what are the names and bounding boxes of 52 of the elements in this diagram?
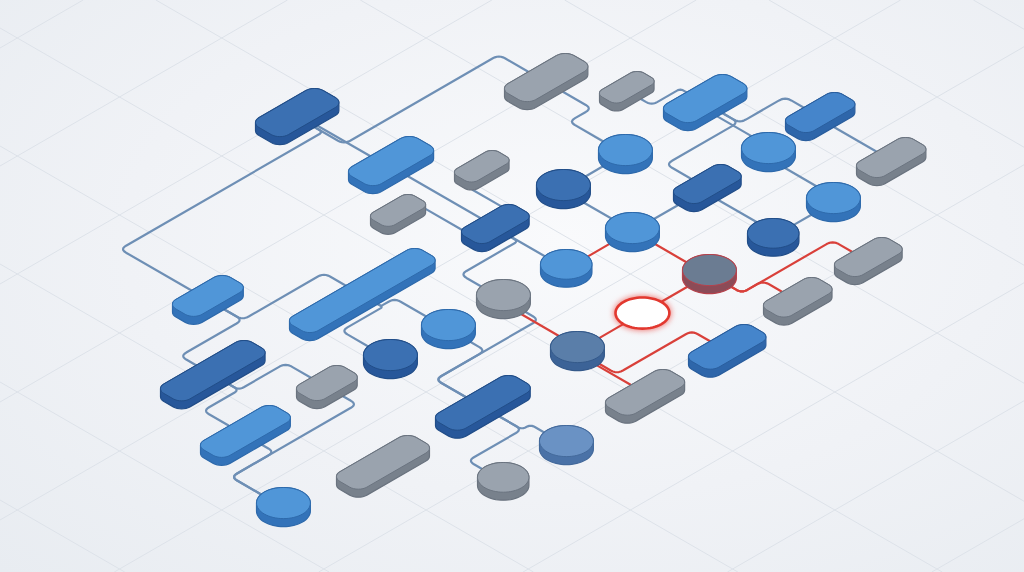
process-block bbox=[661, 73, 749, 133]
connector-line bbox=[469, 415, 521, 470]
connector-line bbox=[833, 126, 878, 153]
process-block bbox=[159, 339, 267, 411]
process-block bbox=[686, 323, 768, 379]
process-block bbox=[783, 91, 857, 143]
connector-line bbox=[716, 115, 753, 137]
connector-line bbox=[471, 188, 502, 208]
connector-line bbox=[595, 364, 632, 386]
process-block bbox=[854, 136, 928, 188]
connector-line bbox=[204, 383, 238, 427]
process-block bbox=[198, 403, 292, 467]
process-block bbox=[598, 69, 656, 113]
connector-line bbox=[121, 126, 323, 292]
process-block bbox=[434, 374, 532, 440]
process-block bbox=[335, 433, 431, 499]
connector-line bbox=[730, 281, 784, 293]
connector-line bbox=[232, 443, 273, 496]
process-block bbox=[453, 148, 511, 192]
connector-line bbox=[406, 175, 482, 220]
process-block bbox=[253, 87, 341, 147]
connector-line bbox=[653, 242, 688, 264]
connector-line bbox=[182, 308, 241, 367]
connector-line bbox=[584, 165, 604, 178]
connector-line bbox=[424, 207, 463, 231]
connector-line bbox=[520, 313, 560, 337]
process-block bbox=[295, 363, 359, 410]
connector-line bbox=[437, 340, 484, 399]
connector-line bbox=[783, 166, 818, 188]
process-block bbox=[832, 235, 904, 286]
connector-line bbox=[586, 243, 611, 258]
connector-line bbox=[316, 124, 372, 158]
process-block bbox=[762, 275, 834, 327]
process-block bbox=[502, 52, 590, 112]
process-block bbox=[459, 202, 531, 253]
connector-line bbox=[582, 201, 613, 220]
process-block bbox=[671, 162, 743, 213]
process-block bbox=[368, 192, 428, 236]
process-block bbox=[171, 274, 245, 326]
process-block bbox=[346, 134, 436, 196]
process-block bbox=[603, 367, 687, 425]
connector-line bbox=[343, 303, 383, 348]
connector-line bbox=[652, 204, 679, 221]
connector-line bbox=[667, 112, 737, 180]
connector-line bbox=[562, 90, 604, 143]
connector-line bbox=[598, 323, 625, 340]
connector-line bbox=[462, 236, 518, 288]
process-block bbox=[287, 247, 437, 343]
connector-line bbox=[639, 88, 688, 105]
connector-line bbox=[598, 331, 712, 374]
connector-line bbox=[793, 213, 813, 226]
connector-line bbox=[717, 198, 758, 223]
